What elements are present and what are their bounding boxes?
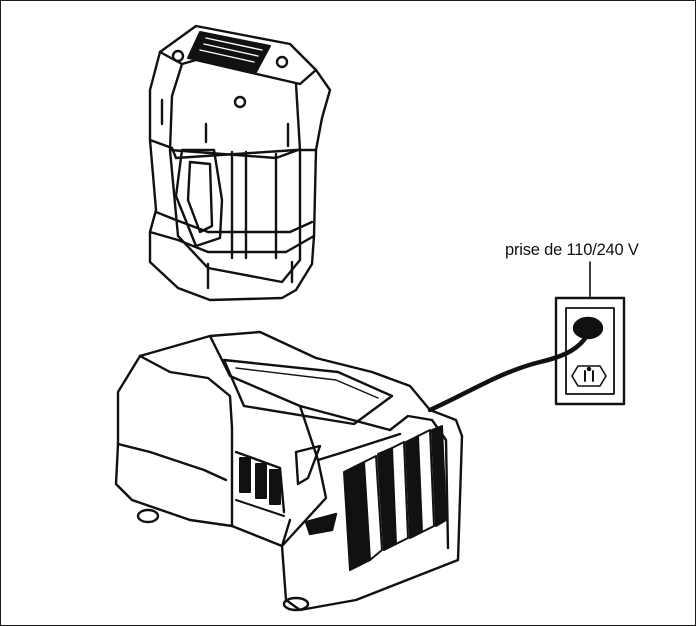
plug (572, 316, 604, 340)
charger-vent-slats (343, 425, 447, 571)
outlet-receptacle (571, 365, 607, 387)
battery-vent-grille (187, 31, 271, 73)
charger-terminals (235, 457, 285, 517)
outlet-callout-label: prise de 110/240 V (505, 241, 639, 259)
charger-base (114, 330, 464, 612)
battery-pack (148, 24, 332, 302)
power-cord (427, 331, 591, 413)
wall-outlet (554, 296, 626, 406)
